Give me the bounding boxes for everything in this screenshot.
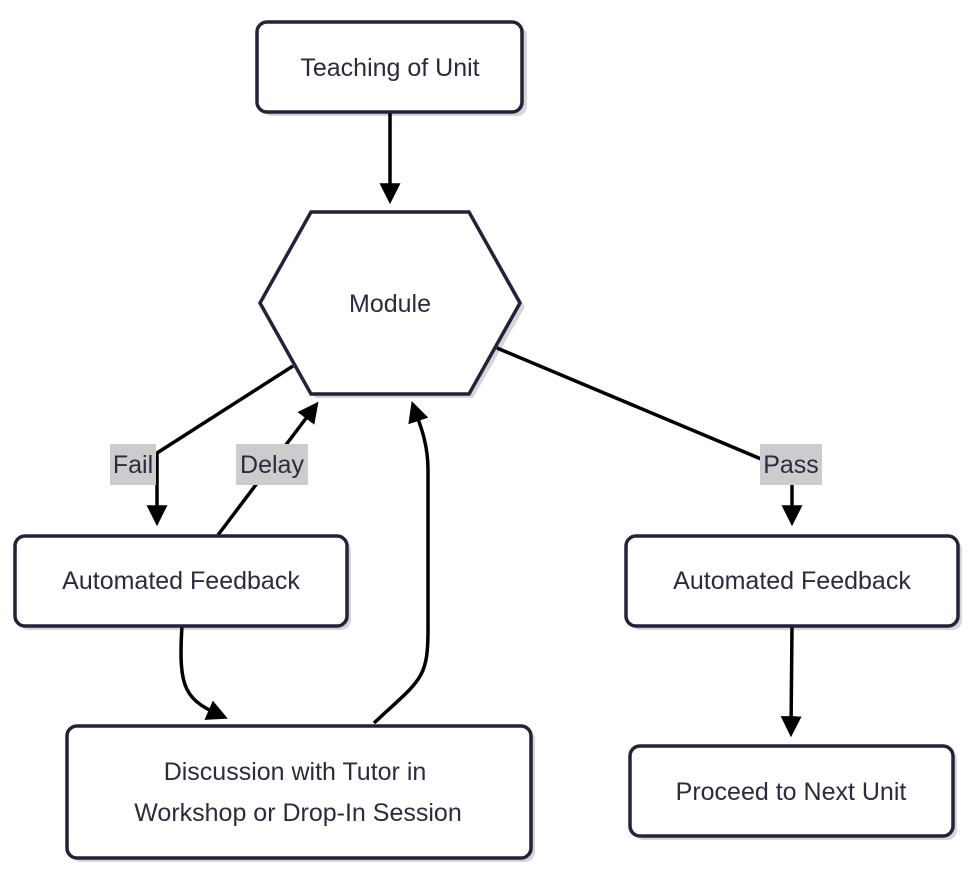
node-proceed-to-next-unit: Proceed to Next Unit (628, 744, 955, 838)
node-automated-feedback-pass: Automated Feedback (624, 534, 960, 628)
node-discussion-line2: Workshop or Drop-In Session (134, 799, 461, 827)
edge-module-to-feedback-pass (496, 346, 803, 527)
edge-feedback-to-discussion (179, 625, 228, 720)
edge-discussion-to-module (372, 401, 430, 725)
node-teaching-of-unit: Teaching of Unit (255, 20, 524, 114)
node-feedback-pass-label: Automated Feedback (673, 567, 911, 595)
edge-label-fail-text: Fail (113, 451, 153, 479)
edge-label-delay-text: Delay (240, 451, 304, 479)
edge-label-fail: Fail (110, 444, 156, 485)
node-module-label: Module (349, 290, 431, 318)
node-discussion-with-tutor: Discussion with Tutor in Workshop or Dro… (65, 724, 533, 860)
node-teaching-label: Teaching of Unit (300, 54, 479, 82)
edge-label-delay: Delay (236, 444, 308, 485)
node-automated-feedback-fail: Automated Feedback (13, 534, 349, 628)
edge-module-to-feedback-fail (146, 364, 294, 527)
edge-label-pass-text: Pass (763, 451, 819, 479)
node-proceed-label: Proceed to Next Unit (676, 778, 907, 806)
edge-label-pass: Pass (760, 444, 822, 485)
node-feedback-fail-label: Automated Feedback (62, 567, 300, 595)
node-discussion-line1: Discussion with Tutor in (164, 758, 427, 786)
node-module: Module (257, 210, 523, 396)
edge-feedback-pass-to-proceed (780, 625, 802, 738)
